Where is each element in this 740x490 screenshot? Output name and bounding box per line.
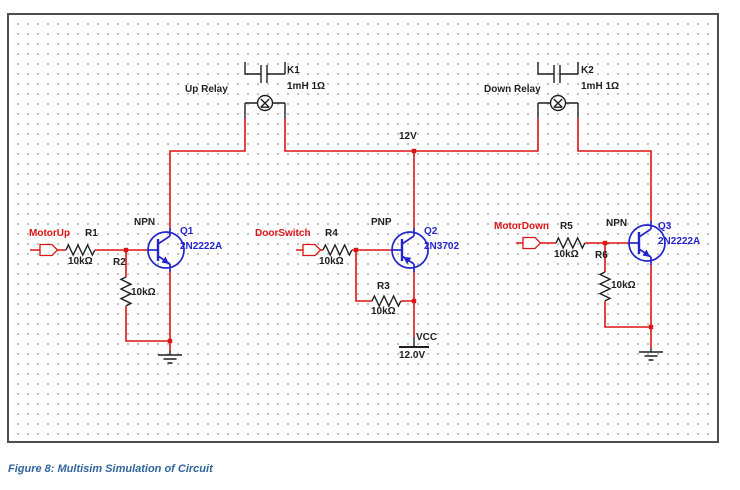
resistor-r5-ref-label: R5 [560, 221, 573, 232]
transistor-q2-ref-label: Q2 [424, 226, 438, 237]
wire-k2-right-to-q3-collector[interactable] [577, 118, 652, 221]
transistor-q1[interactable] [147, 228, 185, 272]
rail-12v-label: 12V [399, 131, 417, 142]
junction-dots [123, 148, 654, 344]
resistor-r4-value-label: 10kΩ [319, 256, 344, 267]
transistor-q3-type-label: NPN [606, 218, 628, 229]
resistor-r1[interactable] [65, 243, 96, 257]
transistor-q3-ref-label: Q3 [658, 221, 672, 232]
vcc-source-symbol[interactable] [399, 337, 429, 348]
schematic-grid-canvas [7, 13, 719, 443]
resistor-r3-ref-label: R3 [377, 281, 390, 292]
relay-k2-ref-label: K2 [581, 65, 594, 76]
relay-k1-contact[interactable] [244, 62, 286, 83]
relay-k1-ref-label: K1 [287, 65, 300, 76]
wire-12v-rail[interactable] [284, 118, 539, 152]
vcc-value-label: 12.0V [399, 350, 426, 361]
resistor-r2[interactable] [119, 276, 133, 307]
resistor-r2-ref-label: R2 [113, 257, 126, 268]
connector-doorswitch-label: DoorSwitch [255, 228, 311, 239]
resistor-r2-value-label: 10kΩ [131, 287, 156, 298]
resistor-r6-value-label: 10kΩ [611, 280, 636, 291]
connector-motordown-label: MotorDown [494, 221, 549, 232]
wire-k1-left-to-q1-collector[interactable] [169, 118, 246, 228]
resistor-r3[interactable] [371, 294, 402, 308]
transistor-q1-ref-label: Q1 [180, 226, 194, 237]
connector-motorup-label: MotorUp [29, 228, 71, 239]
transistor-q2[interactable] [391, 228, 429, 272]
transistor-q1-type-label: NPN [134, 217, 156, 228]
resistor-r6[interactable] [598, 271, 612, 302]
transistor-q1-part-label: 2N2222A [180, 241, 223, 252]
connector-tag-doorswitch[interactable] [302, 243, 322, 257]
transistor-q3[interactable] [628, 221, 666, 265]
transistor-q3-part-label: 2N2222A [658, 236, 701, 247]
resistor-r5[interactable] [555, 236, 586, 250]
resistor-r1-value-label: 10kΩ [68, 256, 93, 267]
resistor-r1-ref-label: R1 [85, 228, 98, 239]
relay-k1-coil[interactable] [244, 94, 286, 119]
vcc-label: VCC [416, 332, 438, 343]
transistor-q2-type-label: PNP [371, 217, 392, 228]
connector-tag-motordown[interactable] [522, 236, 542, 250]
resistor-r4-ref-label: R4 [325, 228, 338, 239]
relay-k1-value-label: 1mH 1Ω [287, 81, 326, 92]
resistor-r3-value-label: 10kΩ [371, 306, 396, 317]
relay-k2-name-label: Down Relay [484, 84, 541, 95]
ground-symbol-right[interactable] [639, 348, 663, 361]
resistor-r5-value-label: 10kΩ [554, 249, 579, 260]
wire-r6-branch[interactable] [604, 243, 651, 328]
relay-k2-value-label: 1mH 1Ω [581, 81, 620, 92]
ground-symbol-left[interactable] [158, 350, 182, 364]
figure-caption: Figure 8: Multisim Simulation of Circuit [8, 463, 213, 475]
connector-tag-motorup[interactable] [39, 243, 59, 257]
relay-k2-coil[interactable] [537, 94, 579, 119]
resistor-r4[interactable] [322, 243, 353, 257]
resistor-r6-ref-label: R6 [595, 250, 608, 261]
relay-k1-name-label: Up Relay [185, 84, 228, 95]
wire-r2-branch[interactable] [125, 250, 170, 342]
relay-k2-contact[interactable] [537, 62, 579, 83]
transistor-q2-part-label: 2N3702 [424, 241, 460, 252]
